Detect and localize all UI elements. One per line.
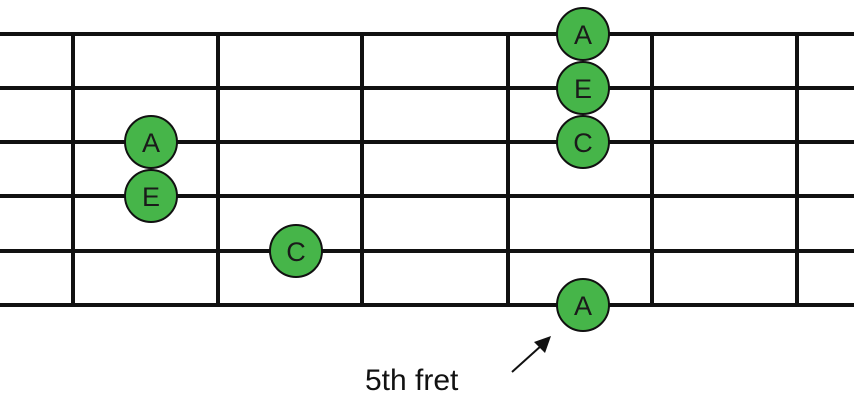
note-circle — [556, 115, 610, 169]
note-marker: E — [556, 61, 610, 115]
note-circle — [124, 115, 178, 169]
note-marker: E — [124, 169, 178, 223]
note-marker: A — [556, 278, 610, 332]
note-label: E — [142, 182, 160, 212]
arrow-shaft — [511, 344, 543, 373]
note-marker: A — [556, 7, 610, 61]
note-circle — [124, 169, 178, 223]
note-circle — [269, 224, 323, 278]
note-marker: C — [556, 115, 610, 169]
note-label: C — [573, 128, 593, 158]
note-label: A — [574, 291, 592, 321]
frets-group — [71, 32, 799, 307]
note-marker: C — [269, 224, 323, 278]
note-marker: A — [124, 115, 178, 169]
note-circle — [556, 278, 610, 332]
arrow-head-icon — [534, 336, 551, 353]
note-circle — [556, 61, 610, 115]
fret-annotation: 5th fret — [365, 336, 551, 397]
note-label: E — [574, 74, 592, 104]
strings-group — [0, 32, 854, 307]
note-label: A — [574, 20, 592, 50]
fret-annotation-label: 5th fret — [365, 364, 459, 397]
note-label: A — [142, 128, 160, 158]
note-label: C — [286, 237, 306, 267]
note-circle — [556, 7, 610, 61]
